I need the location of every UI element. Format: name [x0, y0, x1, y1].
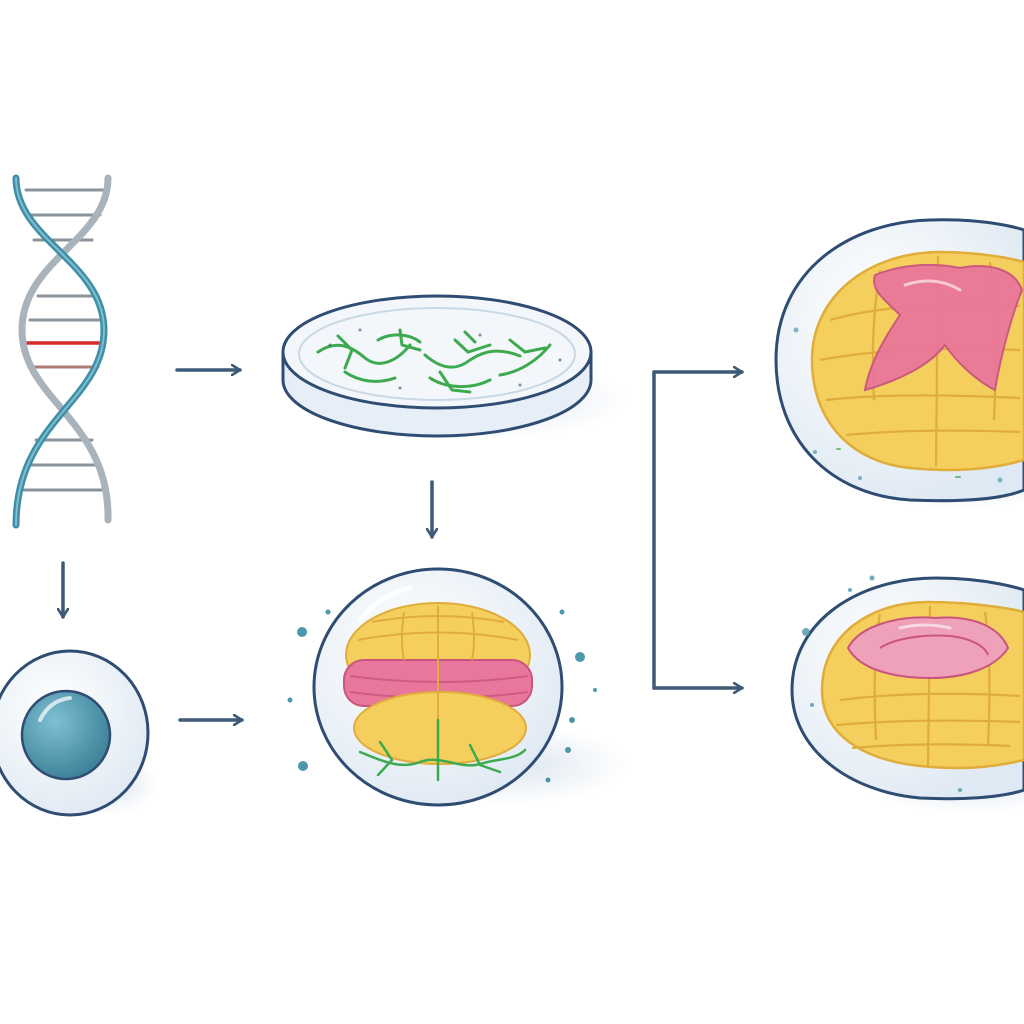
cell-with-nucleus-icon — [0, 649, 160, 817]
early-brain-organoid-icon — [287, 567, 630, 807]
dna-double-helix-icon — [12, 174, 112, 529]
brain-organoid-large-pink-region-icon — [774, 218, 1024, 510]
neural-cells — [316, 328, 552, 394]
brain-organoid-pink-band-icon — [790, 575, 1024, 814]
floating-particles — [287, 609, 597, 783]
petri-dish-with-neural-cells-icon — [281, 294, 630, 440]
flow-arrows — [63, 370, 744, 720]
dna-strand-front — [12, 174, 108, 529]
dna-strand-back — [18, 174, 112, 524]
